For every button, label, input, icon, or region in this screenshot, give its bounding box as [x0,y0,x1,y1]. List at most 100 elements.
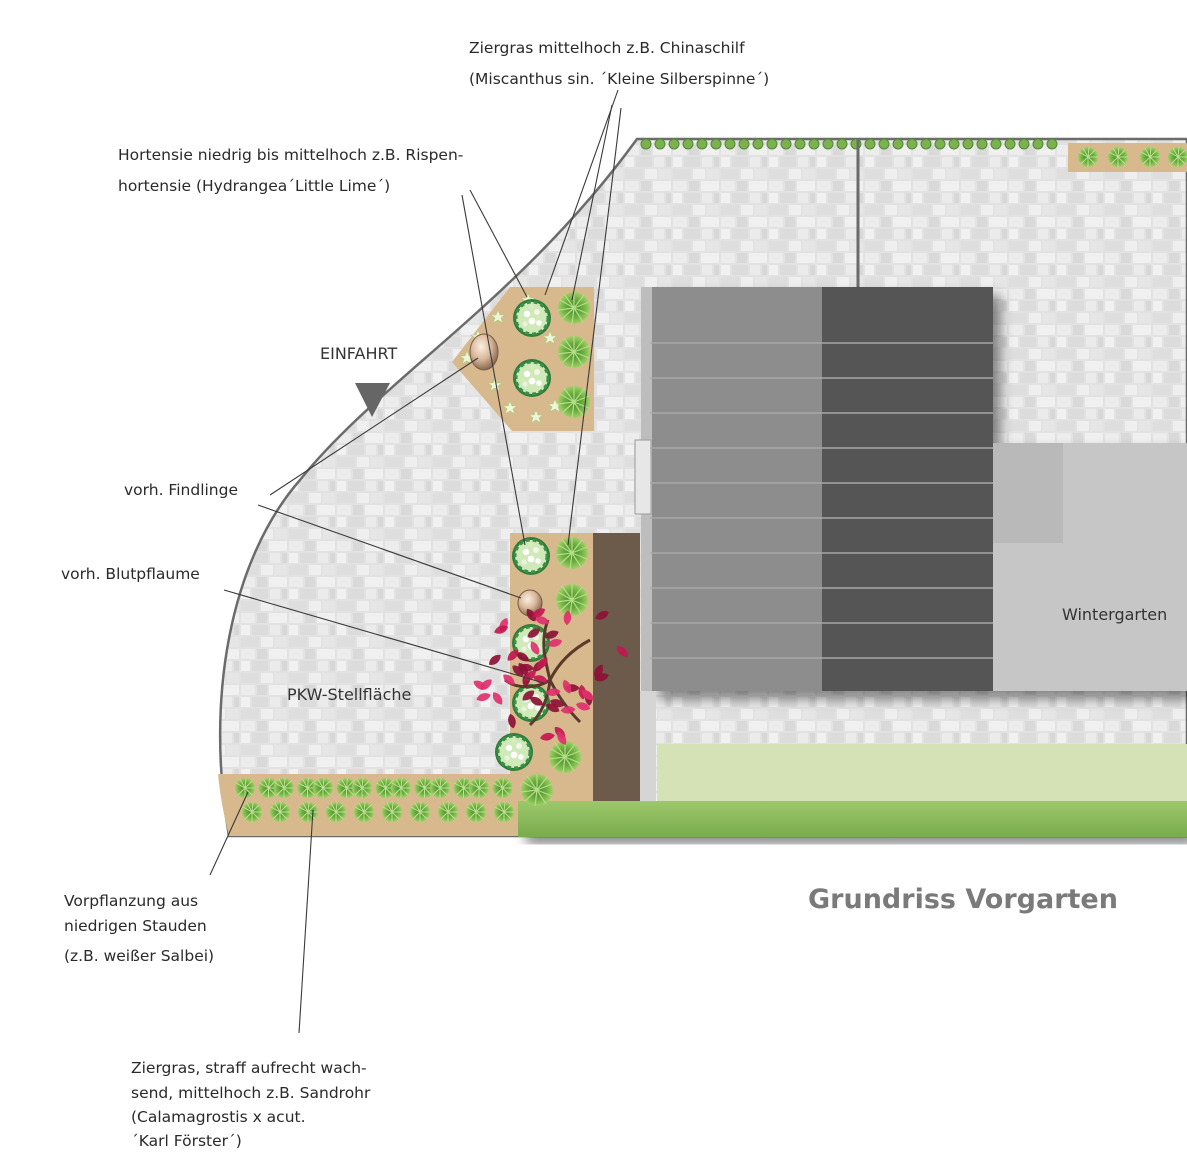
leader-lines [209,89,622,1034]
plum-leaf [594,673,609,682]
plum-leaf [512,665,524,676]
wintergarten-label: Wintergarten [1062,605,1167,624]
plum-leaf [529,696,544,706]
plum-leaf [547,638,563,647]
perennial-plant [234,777,256,799]
hedge [518,801,1187,837]
border-plant-dot [878,138,890,150]
border-plant-dot [1018,138,1030,150]
grass-tuft [465,801,487,823]
plum-leaf [476,693,491,702]
border-plant-dot [836,138,848,150]
grass-tuft [241,801,263,823]
plum-leaf [562,679,572,694]
border-plant-dot [682,138,694,150]
grass-tuft [437,801,459,823]
plum-leaf [581,689,594,700]
roof-right [822,287,993,691]
plum-leaf [480,679,492,690]
border-plant-dot [920,138,932,150]
label-ziergras-mittel: Ziergras mittelhoch z.B. Chinaschilf (Mi… [469,39,769,88]
plum-leaf [576,702,591,711]
border-plant-dot [724,138,736,150]
plum-leaf [508,713,516,729]
plum-leaf [616,646,628,657]
perennial-plant [492,777,513,799]
grass-tuft [493,801,515,823]
grass-tuft [381,801,403,823]
grass-tuft [269,801,291,823]
border-plant-dot [654,138,666,150]
perennial-plant [312,777,334,799]
plum-leaf [494,625,509,634]
grass-tuft [297,801,319,823]
roof-ridges [650,342,993,659]
label-hortensie: Hortensie niedrig bis mittelhoch z.B. Ri… [118,146,468,195]
border-plant-dot [990,138,1002,150]
label-vorpflanzung: Vorpflanzung aus niedrigen Stauden (z.B.… [64,892,214,965]
border-plant-dot [780,138,792,150]
einfahrt-label: EINFAHRT [320,344,397,363]
plum-leaf [540,732,555,741]
border-plant-dot [710,138,722,150]
plum-leaf [544,630,559,639]
border-plant-dot [808,138,820,150]
path-edge [640,691,656,803]
border-plant-dot [948,138,960,150]
plum-leaf [489,654,501,665]
border-plant-dot [1032,138,1044,150]
plum-leaf [595,611,609,620]
plum-leaf [563,610,572,626]
plum-leaf [527,628,540,638]
plum-leaf [557,731,567,745]
einfahrt-arrow-icon [355,383,390,417]
pkw-label: PKW-Stellfläche [287,685,411,704]
border-plant-dot [696,138,708,150]
border-plant-dot [962,138,974,150]
perennial-plant [390,777,412,799]
plum-leaf [507,649,519,661]
plum-leaf [532,608,546,618]
wintergarten-step [993,443,1063,543]
perennial-plant [351,777,373,799]
border-plant-dot [668,138,680,150]
blood-plum-tree [473,608,628,745]
plum-leaf [526,608,536,622]
plum-leaf [535,616,550,625]
grass-tuft [409,801,431,823]
plum-leaf [503,674,515,685]
entrance-canopy [634,439,652,515]
border-plant-dot [976,138,988,150]
border-plant-dot [1004,138,1016,150]
label-ziergras-straff: Ziergras, straff aufrecht wach- send, mi… [131,1059,375,1150]
boulder-upper [469,333,499,371]
plan-title: Grundriss Vorgarten [808,884,1118,915]
border-plant-dot [906,138,918,150]
label-findlinge: vorh. Findlinge [124,481,238,499]
border-plant-dot [892,138,904,150]
plum-leaf [546,703,560,713]
perennial-plant [468,777,490,799]
border-plant-dot [738,138,750,150]
border-plant-dot [794,138,806,150]
grass-tuft [325,801,347,823]
roof-left [650,287,822,691]
perennial-plant [429,777,451,799]
grass-tuft [353,801,375,823]
plum-leaf [560,706,576,714]
border-plant-dot [864,138,876,150]
plum-leaf [530,641,540,655]
plum-leaf [522,690,535,701]
plum-leaf [537,657,548,669]
upper-planting-bed [452,287,594,431]
top-border-planting [640,138,1058,150]
border-plant-dot [752,138,764,150]
plum-leaf [516,652,529,662]
border-plant-dot [1046,138,1058,150]
plum-leaf [545,688,561,696]
perennial-plant [273,777,295,799]
border-plant-dot [640,138,652,150]
border-plant-dot [934,138,946,150]
